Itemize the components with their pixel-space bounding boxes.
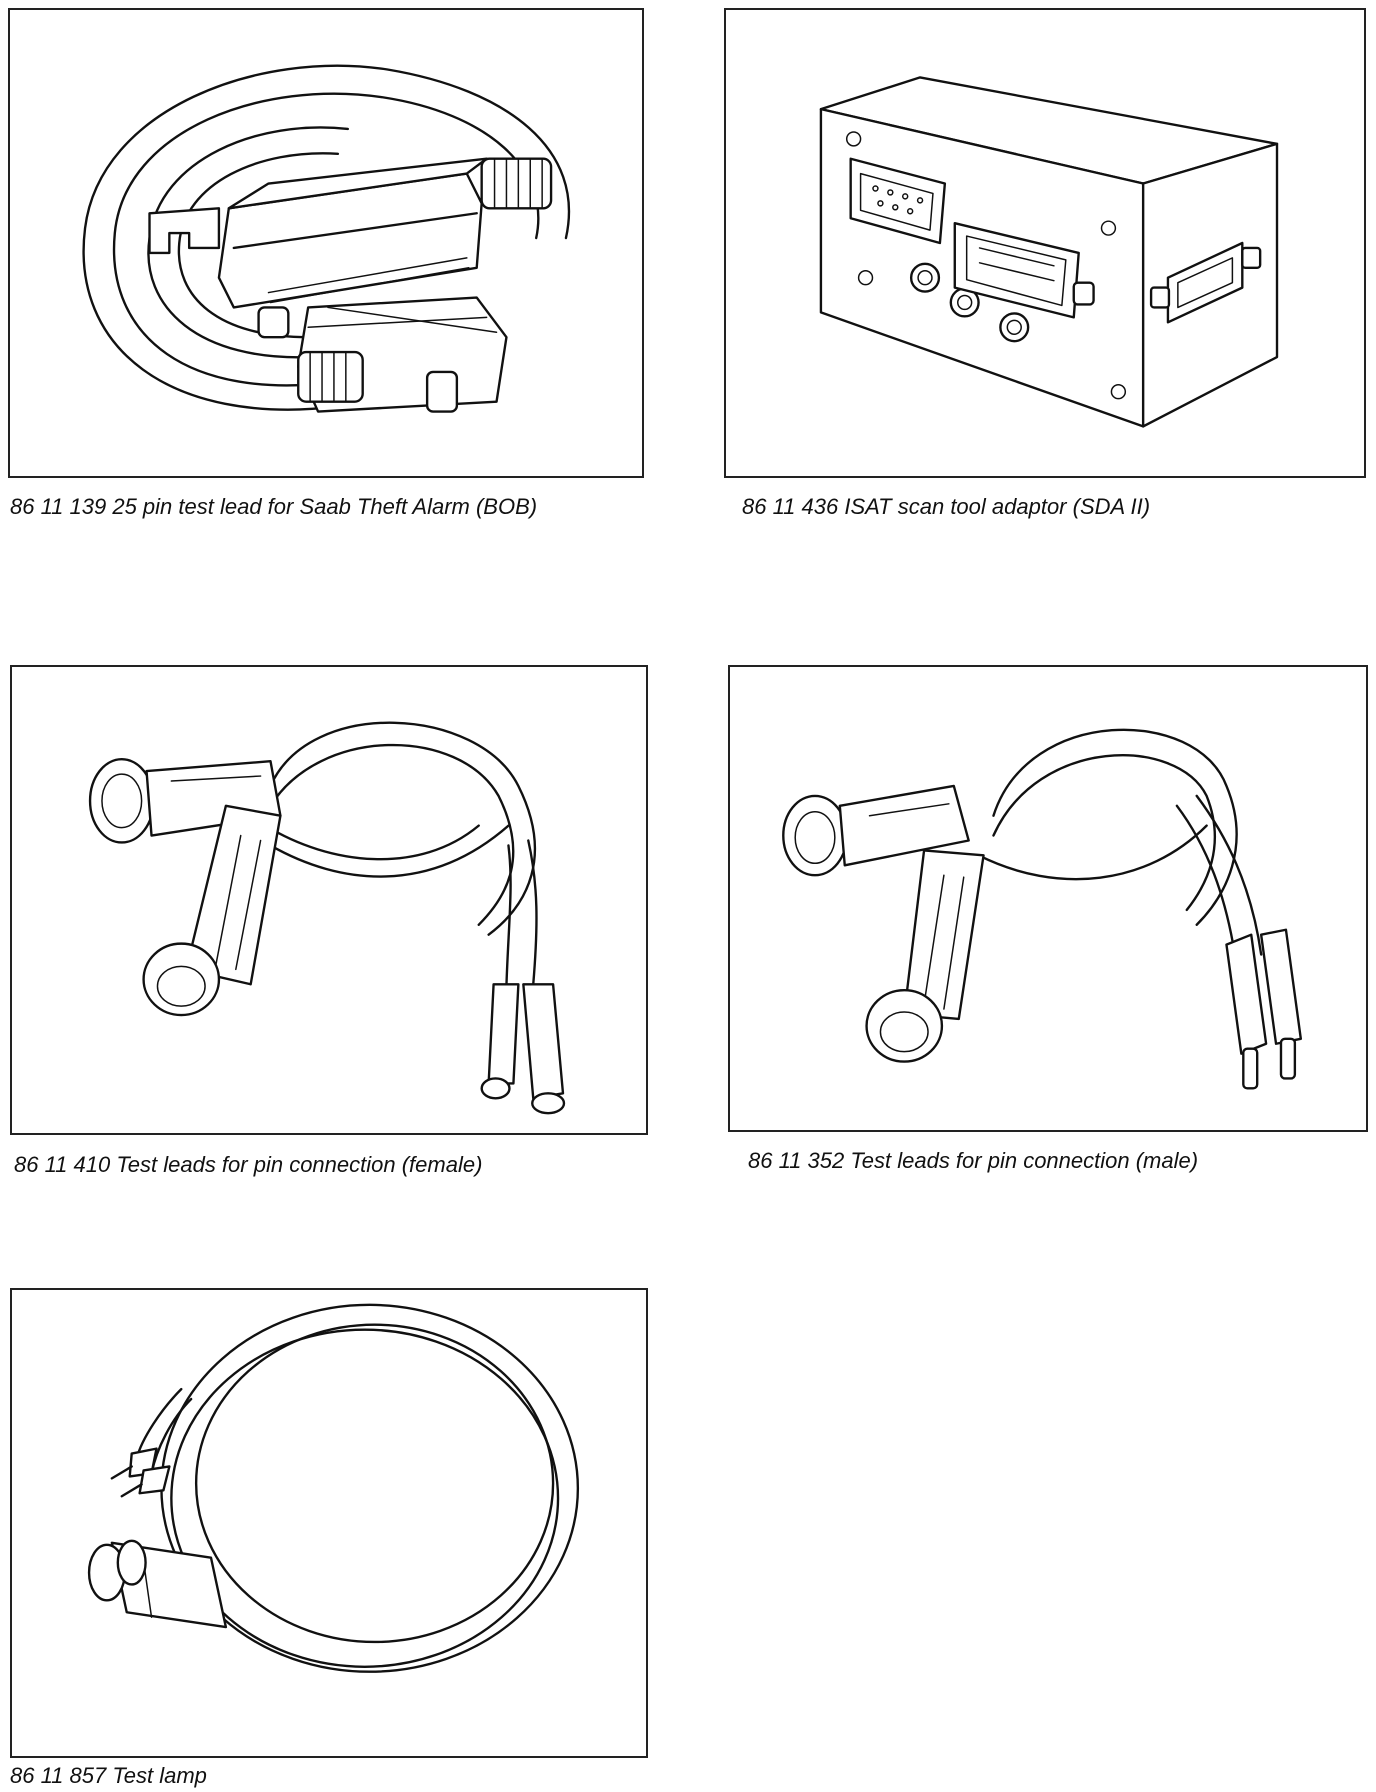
figure-caption-test-lamp: 86 11 857 Test lamp (10, 1763, 207, 1788)
figure-panel-female-test-leads (10, 665, 648, 1135)
figure-panel-25-pin-test-lead (8, 8, 644, 478)
male-test-leads-illustration (782, 728, 1303, 1090)
figure-panel-test-lamp (10, 1288, 648, 1758)
figure-caption-female-test-leads: 86 11 410 Test leads for pin connection … (14, 1152, 483, 1177)
figure-panel-scan-tool-adaptor (724, 8, 1366, 478)
figure-caption-male-test-leads: 86 11 352 Test leads for pin connection … (748, 1148, 1199, 1173)
test-lamp-illustration (87, 1303, 580, 1673)
25-pin-test-lead-illustration (82, 64, 571, 413)
figure-caption-25-pin-test-lead: 86 11 139 25 pin test lead for Saab Thef… (10, 494, 538, 519)
female-test-leads-illustration (88, 721, 566, 1115)
figure-panel-male-test-leads (728, 665, 1368, 1132)
scan-tool-adaptor-illustration (819, 76, 1279, 428)
figure-caption-scan-tool-adaptor: 86 11 436 ISAT scan tool adaptor (SDA II… (742, 494, 1151, 519)
